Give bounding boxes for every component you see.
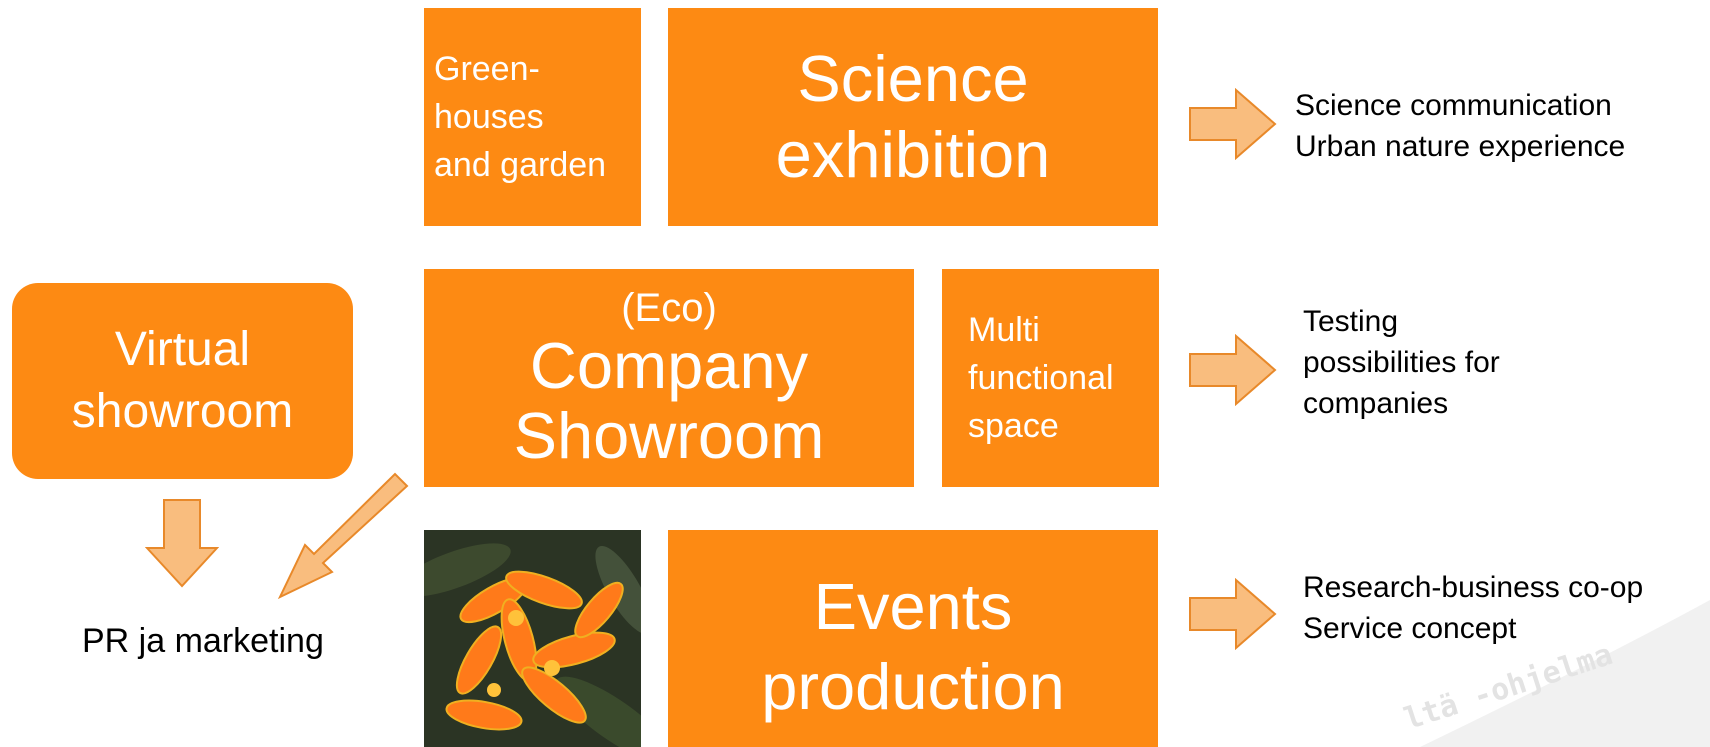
greenhouses-line-1: Green- [434, 50, 540, 88]
science-outcome-arrow-icon [1189, 88, 1277, 160]
events-production-box: Events production [668, 530, 1158, 747]
events-line-2: production [761, 649, 1065, 723]
greenhouses-line-2: houses [434, 98, 544, 136]
greenhouses-line-3: and garden [434, 146, 607, 184]
multi-line-1: Multi [968, 311, 1040, 349]
greenhouses-garden-box: Green- houses and garden [424, 8, 641, 226]
virtual-line-1: Virtual [114, 323, 251, 376]
company-outcome-arrow-icon [1189, 334, 1277, 406]
events-outcome-text: Research-business co-op Service concept [1303, 567, 1643, 649]
down-arrow-icon [145, 499, 219, 588]
multi-line-3: space [968, 407, 1059, 445]
science-outcome-line-2: Urban nature experience [1295, 130, 1626, 163]
science-line-1: Science [797, 42, 1029, 115]
multifunctional-space-box: Multi functional space [942, 269, 1159, 487]
science-outcome-text: Science communication Urban nature exper… [1295, 85, 1625, 167]
events-outcome-line-2: Service concept [1303, 612, 1517, 645]
science-outcome-line-1: Science communication [1295, 89, 1612, 122]
events-outcome-line-1: Research-business co-op [1303, 571, 1644, 604]
multi-line-2: functional [968, 359, 1114, 397]
science-exhibition-box: Science exhibition [668, 8, 1158, 226]
science-line-2: exhibition [775, 118, 1051, 191]
company-outcome-line-3: companies [1303, 387, 1449, 420]
company-line-2: Showroom [513, 399, 825, 472]
virtual-showroom-box: Virtual showroom [12, 283, 353, 479]
company-outcome-line-2: possibilities for [1303, 346, 1500, 379]
virtual-line-2: showroom [71, 385, 294, 438]
diagonal-arrow-icon [277, 472, 409, 600]
company-outcome-text: Testing possibilities for companies [1303, 301, 1500, 424]
company-outcome-line-1: Testing [1303, 305, 1399, 338]
events-line-1: Events [813, 569, 1013, 643]
company-eco-label: (Eco) [621, 286, 717, 330]
company-line-1: Company [529, 329, 809, 402]
company-showroom-box: (Eco) Company Showroom [424, 269, 914, 487]
clivia-flower-photo [424, 530, 641, 747]
watermark-band [1420, 600, 1710, 747]
pr-marketing-label: PR ja marketing [82, 622, 324, 660]
events-outcome-arrow-icon [1189, 578, 1277, 650]
